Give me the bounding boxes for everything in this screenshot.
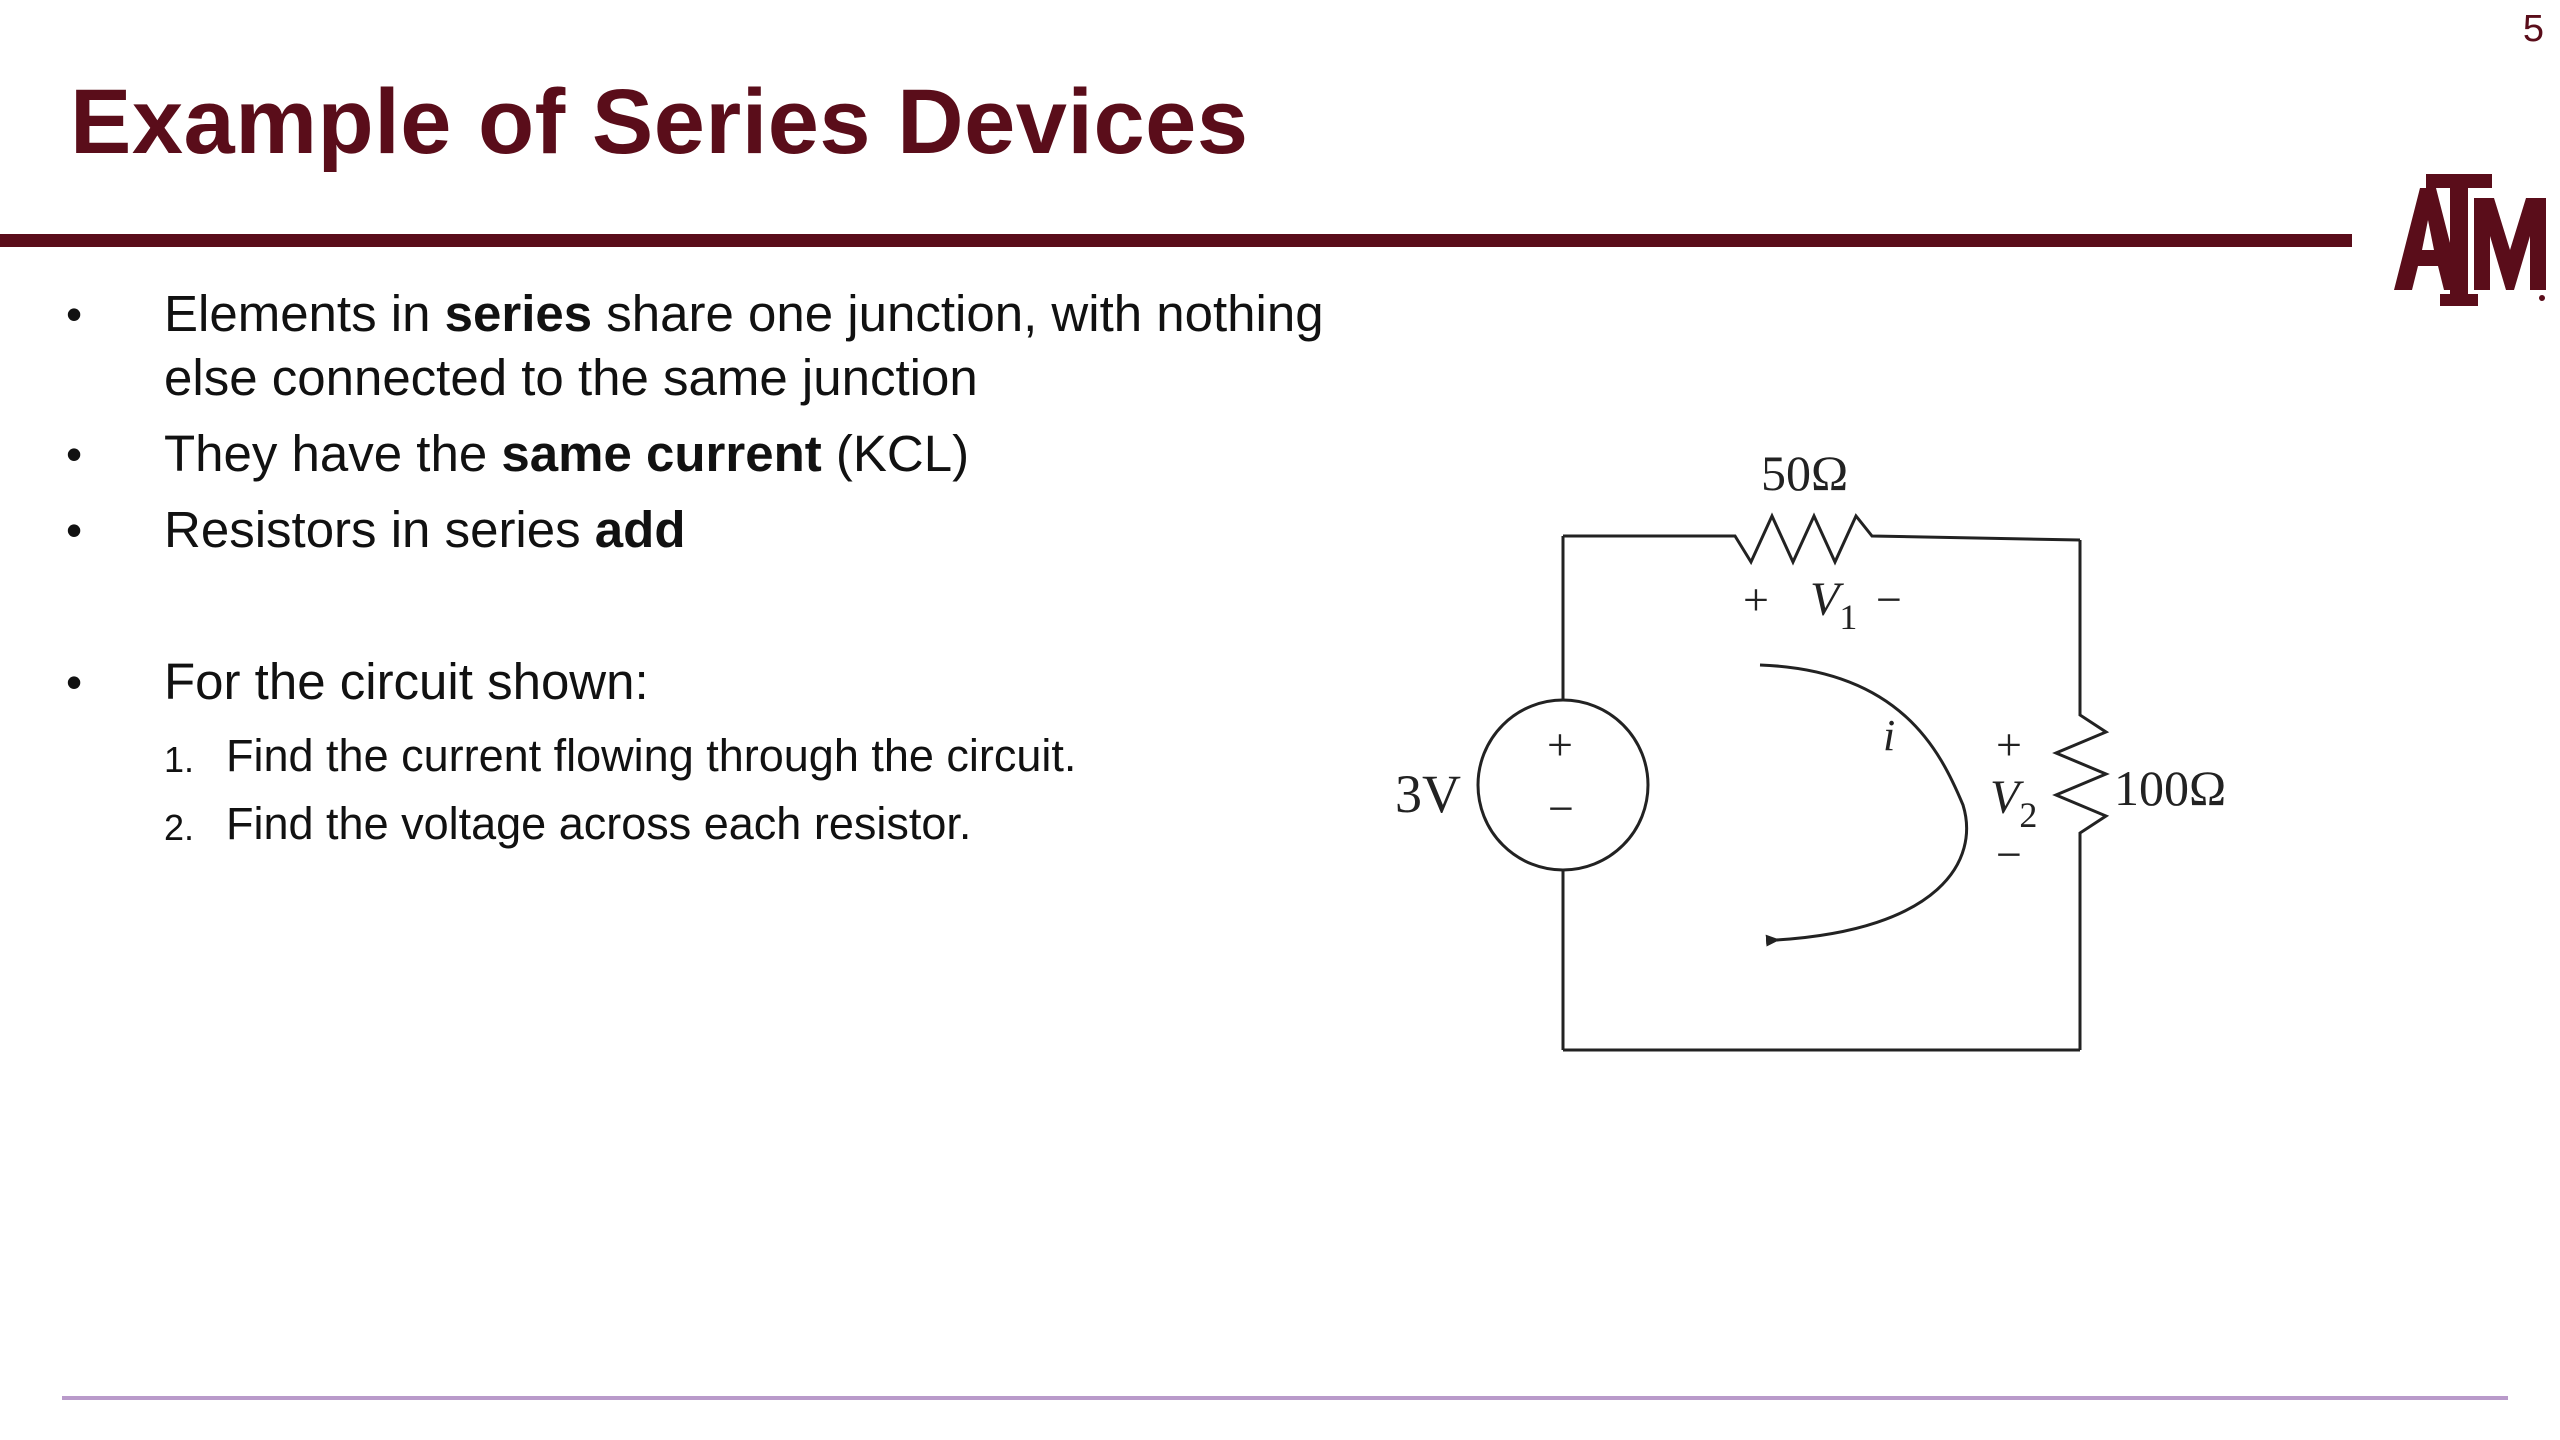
current-label: i <box>1883 711 1895 760</box>
v2-main: V <box>1990 771 2024 824</box>
v1-plus-sign: + <box>1743 574 1769 625</box>
atm-logo-icon <box>2394 174 2546 306</box>
top-wire-with-resistor-50 <box>1563 512 2081 566</box>
v1-minus-sign: − <box>1876 574 1902 625</box>
task-item-current: 1. Find the current flowing through the … <box>164 722 1400 790</box>
current-loop-arrow <box>1759 663 1968 947</box>
resistor-100-label: 100Ω <box>2114 760 2226 816</box>
v1-subscript: 1 <box>1839 597 1857 637</box>
atm-logo-glyphs <box>2394 174 2546 306</box>
series-circuit-diagram: 50Ω 100Ω 3V + − + V1 − + V2 − i <box>1395 445 2226 1052</box>
task-sublist: 1. Find the current flowing through the … <box>164 722 1400 858</box>
v2-label: V2 <box>1990 771 2037 835</box>
bullet-text: Resistors in series add <box>164 501 686 558</box>
bullet-series-definition: • Elements in series share one junction,… <box>60 282 1400 410</box>
bullet-dot-icon: • <box>66 656 83 708</box>
bullet-text: Elements in series share one junction, w… <box>164 285 1324 406</box>
source-minus-sign: − <box>1548 783 1574 834</box>
registered-mark-icon <box>2539 295 2545 301</box>
footer-divider <box>62 1396 2508 1400</box>
v2-subscript: 2 <box>2019 795 2037 835</box>
bullet-text: They have the same current (KCL) <box>164 425 970 482</box>
task-number: 2. <box>164 807 195 848</box>
voltage-source-symbol <box>1476 698 1650 872</box>
bullet-text: For the circuit shown: <box>164 653 649 710</box>
slide-number: 5 <box>2522 8 2544 50</box>
right-wire-with-resistor-100 <box>2052 540 2110 1050</box>
bullet-circuit-task: • For the circuit shown: 1. Find the cur… <box>60 650 1400 858</box>
bullet-list: • Elements in series share one junction,… <box>60 282 1400 870</box>
bullet-dot-icon: • <box>66 288 83 340</box>
slide-title: Example of Series Devices <box>70 71 1249 173</box>
v2-plus-sign: + <box>1996 719 2022 770</box>
v1-label: V1 <box>1810 573 1857 637</box>
bullet-dot-icon: • <box>66 504 83 556</box>
bullet-resistors-add: • Resistors in series add <box>60 498 1400 562</box>
title-divider <box>0 234 2352 247</box>
task-text: Find the voltage across each resistor. <box>226 798 972 849</box>
bullet-same-current: • They have the same current (KCL) <box>60 422 1400 486</box>
task-text: Find the current flowing through the cir… <box>226 730 1077 781</box>
v2-minus-sign: − <box>1996 829 2022 880</box>
bullet-dot-icon: • <box>66 428 83 480</box>
source-voltage-label: 3V <box>1395 764 1461 824</box>
source-plus-sign: + <box>1547 719 1573 770</box>
task-item-voltage: 2. Find the voltage across each resistor… <box>164 790 1400 858</box>
v1-main: V <box>1810 573 1844 626</box>
task-number: 1. <box>164 739 195 780</box>
resistor-50-label: 50Ω <box>1761 445 1848 501</box>
